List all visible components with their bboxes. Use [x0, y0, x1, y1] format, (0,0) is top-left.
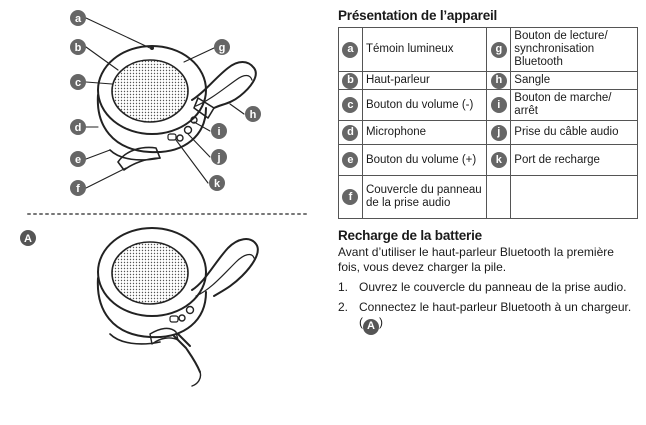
badge-a: a [70, 10, 86, 26]
overview-title: Présentation de l’appareil [338, 8, 498, 23]
device-illustration: a b c d e f g h i j k A [20, 10, 307, 387]
part-name-cell: Témoin lumineux [361, 27, 488, 72]
svg-text:j: j [216, 152, 220, 164]
part-name-cell: Prise du câble audio [510, 120, 638, 145]
svg-text:b: b [75, 42, 82, 54]
part-badge-cell: j [486, 120, 512, 145]
part-name-cell: Bouton du volume (-) [361, 89, 488, 121]
body-rim-top [96, 94, 207, 154]
part-badge-cell: a [338, 27, 363, 72]
svg-text:i: i [217, 126, 220, 138]
svg-text:g: g [219, 42, 226, 54]
badge-k: k [209, 175, 225, 191]
svg-text:f: f [76, 183, 80, 195]
top-face-outer-bottom [97, 227, 207, 317]
part-name-cell: Bouton de marche/ arrêt [510, 89, 638, 121]
speaker-grille-top [111, 59, 189, 123]
step-number: 1. [338, 280, 349, 294]
part-badge-cell: b [338, 71, 363, 90]
charging-step: 1. Ouvrez le couvercle du panneau de la p… [338, 280, 638, 295]
figure-ref-badge: A [363, 318, 379, 335]
badge-j: j [211, 149, 227, 165]
strap-bottom [191, 238, 259, 297]
part-badge-cell: h [486, 71, 512, 90]
badge-A: A [20, 230, 36, 246]
part-badge-cell: g [486, 27, 512, 72]
badge-i: i [211, 123, 227, 139]
charging-cable [173, 335, 201, 373]
part-name-cell: Couvercle du panneau de la prise audio [361, 175, 488, 219]
part-name-cell: Bouton de lecture/ synchronisation Bluet… [510, 27, 638, 72]
badge-f: f [70, 180, 86, 196]
svg-text:c: c [75, 77, 81, 89]
part-name-cell: Sangle [510, 71, 638, 90]
badge-h: h [245, 106, 261, 122]
charging-intro: Avant d’utiliser le haut-parleur Bluetoo… [338, 245, 614, 274]
charging-title: Recharge de la batterie [338, 228, 482, 243]
part-letter-badge: k [490, 152, 507, 168]
badge-d: d [70, 119, 86, 135]
step-text-tail: ) [379, 315, 383, 329]
charging-step: 2. Connectez le haut-parleur Bluetooth à … [338, 300, 638, 335]
part-badge-cell: f [338, 175, 363, 219]
part-name-cell: Microphone [361, 120, 488, 145]
part-badge-cell: k [486, 144, 512, 176]
badge-e: e [70, 151, 86, 167]
step-number: 2. [338, 300, 349, 314]
part-letter-badge: b [342, 72, 359, 89]
audio-cover-top [117, 146, 161, 171]
strap-top [191, 61, 257, 109]
part-letter-badge: j [490, 124, 507, 141]
charging-steps: 1. Ouvrez le couvercle du panneau de la p… [338, 280, 638, 335]
part-letter-badge: h [490, 72, 507, 89]
step-text: Ouvrez le couvercle du panneau de la pri… [359, 280, 627, 294]
part-letter-badge: i [490, 97, 507, 113]
part-badge-cell [486, 175, 512, 219]
speaker-grille-bottom [111, 241, 189, 305]
svg-text:h: h [250, 109, 257, 121]
part-letter-badge: a [342, 41, 359, 58]
part-badge-cell: e [338, 144, 363, 176]
part-name-cell [510, 175, 638, 219]
svg-text:e: e [75, 154, 81, 166]
part-badge-cell: d [338, 120, 363, 145]
part-name-cell: Port de recharge [510, 144, 638, 176]
step-text: Connectez le haut-parleur Bluetooth à un… [359, 300, 632, 329]
part-letter-badge: e [342, 152, 359, 168]
badge-g: g [214, 39, 230, 55]
part-name-cell: Haut-parleur [361, 71, 488, 90]
svg-text:A: A [24, 233, 32, 245]
badge-c: c [70, 74, 86, 90]
part-name-cell: Bouton du volume (+) [361, 144, 488, 176]
part-letter-badge: c [342, 97, 359, 113]
part-badge-cell: i [486, 89, 512, 121]
svg-text:a: a [75, 13, 82, 25]
svg-text:d: d [75, 122, 82, 134]
part-badge-cell: c [338, 89, 363, 121]
part-letter-badge: f [342, 189, 359, 205]
part-letter-badge: g [490, 41, 507, 58]
svg-text:k: k [214, 178, 221, 190]
part-letter-badge: d [342, 124, 359, 141]
badge-b: b [70, 39, 86, 55]
